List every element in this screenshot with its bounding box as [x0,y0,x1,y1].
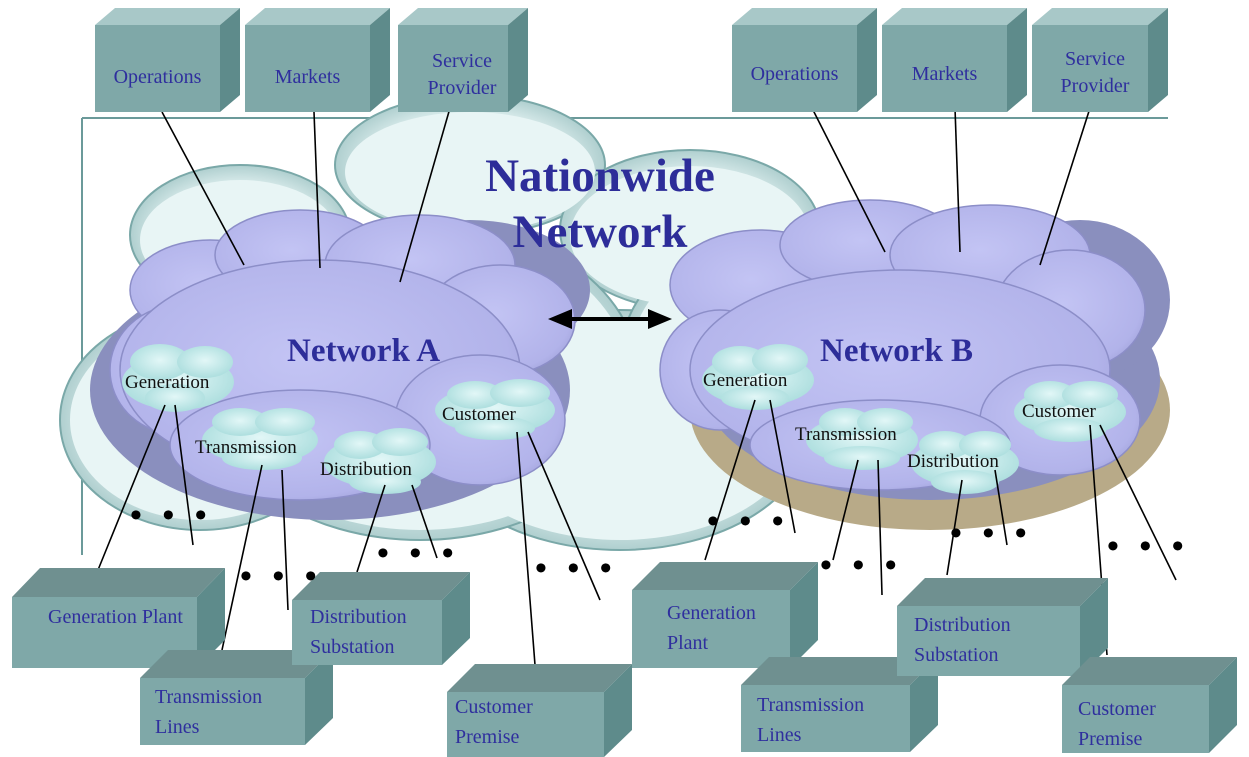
box-transmission-lines-a [140,650,333,745]
box-customer-premise-b [1062,657,1237,753]
box-operations-a [95,8,240,112]
top-boxes [95,8,1168,112]
transmission-cloud-a [202,408,318,470]
box-markets-b [882,8,1027,112]
distribution-cloud-b [911,431,1019,494]
customer-cloud-a [435,379,555,440]
bottom-boxes [12,562,1237,757]
box-distribution-substation-a [292,572,470,665]
bidirectional-arrow [548,309,672,329]
box-generation-plant-b [632,562,818,668]
box-service-provider-a [398,8,528,112]
box-customer-premise-a [447,664,632,757]
transmission-cloud-b [806,408,918,470]
box-service-provider-b [1032,8,1168,112]
bottom-connections-a [97,404,601,666]
sub-clouds-b [702,344,1126,494]
box-markets-a [245,8,390,112]
generation-cloud-b [702,344,814,410]
sub-clouds-a [122,344,555,494]
network-b-cloud [659,199,1146,491]
box-operations-b [732,8,877,112]
generation-cloud-a [122,344,234,412]
top-connections [161,107,1091,283]
customer-cloud-b [1014,381,1126,442]
box-transmission-lines-b [741,657,938,752]
box-distribution-substation-b [897,578,1108,676]
distribution-cloud-a [324,428,436,494]
